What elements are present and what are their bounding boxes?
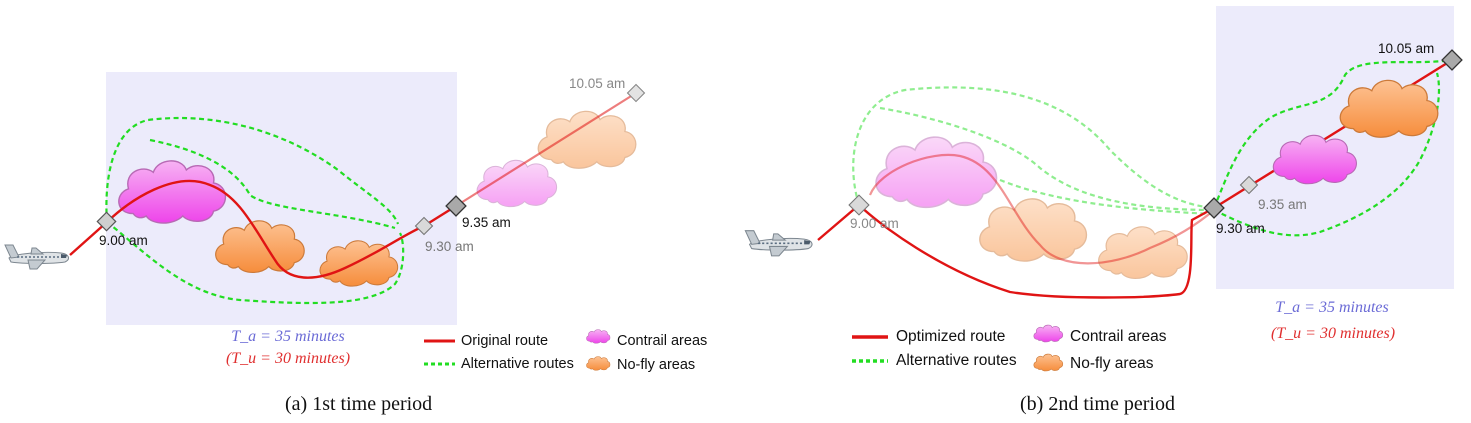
waypoint-935 [1239, 175, 1259, 195]
caption-panel-a: (a) 1st time period [285, 393, 433, 415]
time-label-900: 9.00 am [850, 216, 899, 231]
legend-nofly-label: No-fly areas [1070, 355, 1154, 372]
alternative-route-upper [1212, 58, 1453, 209]
legend-alternatives-label: Alternative routes [461, 356, 574, 372]
airplane-icon [744, 229, 813, 257]
alternative-route-upper [105, 116, 400, 225]
original-route-future [455, 92, 637, 207]
alternative-route-lower [106, 221, 405, 305]
available-time-equation: T_a = 35 minutes [1275, 299, 1389, 316]
legend-nofly-label: No-fly areas [617, 357, 696, 373]
alternative-route-middle [149, 138, 396, 230]
nofly-cloud-past [979, 198, 1088, 262]
contrail-cloud-past [875, 136, 998, 209]
time-label-1005: 10.05 am [569, 76, 625, 91]
time-label-930: 9.30 am [425, 239, 474, 254]
waypoint-900 [96, 211, 117, 232]
waypoint-1005 [1441, 49, 1463, 71]
used-time-equation: (T_u = 30 minutes) [1270, 325, 1396, 342]
available-time-equation: T_a = 35 minutes [231, 328, 345, 345]
waypoint-1005 [626, 83, 646, 103]
time-label-1005: 10.05 am [1378, 41, 1434, 56]
nofly-cloud-past [1097, 226, 1188, 280]
original-route-past [868, 153, 1215, 265]
panel-b: 9.00 am 9.30 am 9.35 am 10.05 am [744, 6, 1463, 372]
airplane-icon [4, 244, 70, 270]
alternative-route-past-lower [999, 178, 1215, 216]
legend-contrail-label: Contrail areas [1070, 328, 1167, 345]
optimized-route [817, 203, 1215, 299]
legend-route-label: Optimized route [896, 328, 1006, 345]
time-label-900: 9.00 am [99, 233, 148, 248]
time-label-930: 9.30 am [1216, 221, 1265, 236]
time-label-935: 9.35 am [1258, 197, 1307, 212]
nofly-cloud-future [537, 110, 637, 169]
legend-contrail-label: Contrail areas [617, 333, 708, 349]
original-route [69, 179, 425, 279]
panel-a: 9.00 am 9.30 am 9.35 am 10.05 am [4, 72, 646, 371]
alternative-route-past-middle [879, 106, 1215, 212]
legend-contrail-icon [1033, 324, 1064, 343]
time-label-935: 9.35 am [462, 215, 511, 230]
caption-panel-b: (b) 2nd time period [1020, 393, 1175, 415]
waypoint-930 [1203, 197, 1225, 219]
legend-nofly-icon [586, 356, 611, 371]
legend-nofly-icon [1033, 353, 1064, 372]
waypoint-930 [414, 216, 434, 236]
waypoint-935 [445, 195, 467, 217]
used-time-equation: (T_u = 30 minutes) [225, 350, 351, 367]
legend-contrail-icon [586, 329, 611, 344]
legend-route-label: Original route [461, 333, 549, 349]
waypoint-900 [848, 194, 870, 216]
legend-alternatives-label: Alternative routes [896, 352, 1017, 369]
